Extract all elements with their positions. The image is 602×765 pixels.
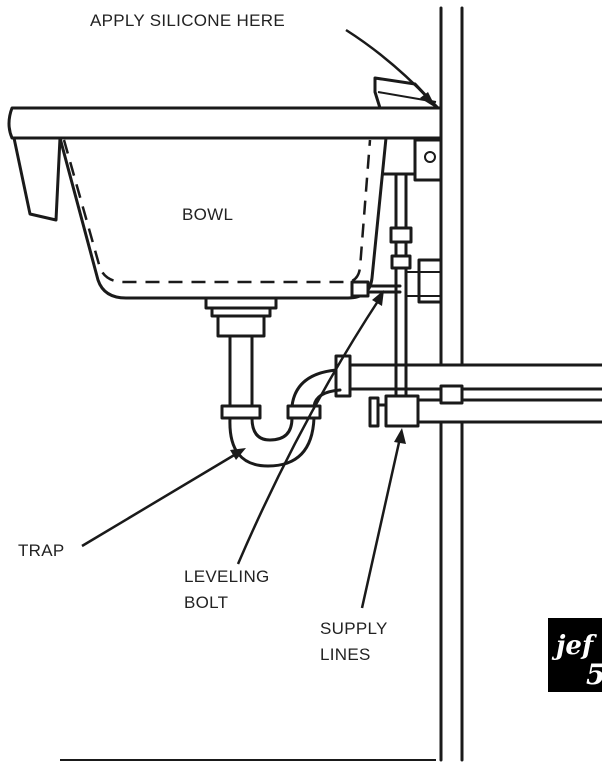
leveling-bolt (350, 280, 402, 298)
leveling-bolt-arrow (236, 297, 382, 565)
bowl-label: BOWL (182, 205, 233, 224)
sink-bowl (7, 76, 443, 300)
apply-silicone-arrow (345, 28, 431, 101)
leveling-bolt-label-line2: BOLT (184, 593, 228, 612)
supply-line (368, 172, 420, 428)
supply-lines-arrow (360, 437, 402, 609)
apply-silicone-label: APPLY SILICONE HERE (90, 11, 285, 30)
drain-trap (204, 296, 342, 468)
leader-arrows (81, 28, 436, 609)
trap-label: TRAP (18, 541, 65, 560)
brand-logo: jef 5 (548, 618, 602, 692)
logo-text-line1: jef (551, 631, 597, 661)
wall-pipes (334, 354, 602, 424)
supply-lines-label-line1: SUPPLY (320, 619, 388, 638)
leveling-bolt-label-line1: LEVELING (184, 567, 270, 586)
wall-bracket (379, 136, 443, 304)
logo-text-line2: 5 (586, 658, 602, 691)
supply-lines-label-line2: LINES (320, 645, 371, 664)
trap-arrow (81, 452, 237, 548)
